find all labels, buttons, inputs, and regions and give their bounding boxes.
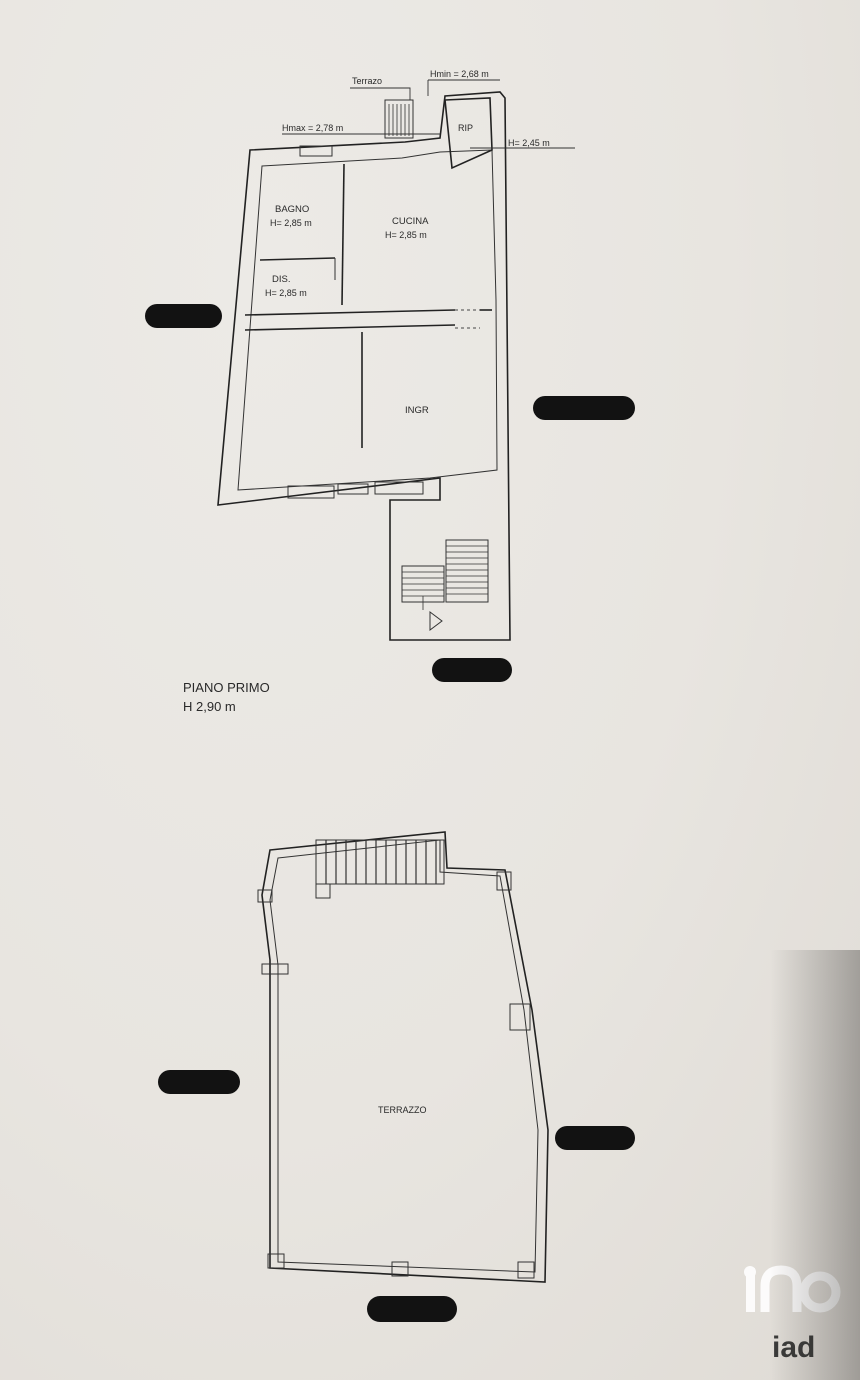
first-floor-plan: Terrazo Hmin = 2,68 m Hmax = 2,78 m RIP … [183,69,575,714]
main-stair [401,539,489,631]
rip-label: RIP [458,123,473,133]
dis-label: DIS. [272,274,290,285]
cucina-label: CUCINA [392,216,429,227]
logo-text: iad [772,1331,815,1364]
redaction-marks [145,304,635,1322]
h245-label: H= 2,45 m [508,138,550,148]
roof-terrace-plan: TERRAZZO [257,831,549,1283]
terrazzo-label: TERRAZZO [378,1105,427,1115]
floor-title: PIANO PRIMO [183,680,270,695]
redaction-mark [367,1296,457,1322]
redaction-mark [533,396,635,420]
redaction-mark [158,1070,240,1094]
floor-height: H 2,90 m [183,699,236,714]
hmax-label: Hmax = 2,78 m [282,123,343,133]
dis-height: H= 2,85 m [265,288,307,298]
bagno-label: BAGNO [275,204,309,215]
top-stair [384,99,414,139]
redaction-mark [145,304,222,328]
redaction-mark [555,1126,635,1150]
iad-logo: iad [744,1265,841,1364]
terrazo-label: Terrazo [352,76,382,86]
redaction-mark [432,658,512,682]
roof-stair [315,839,445,885]
cucina-height: H= 2,85 m [385,230,427,240]
hmin-label: Hmin = 2,68 m [430,69,489,79]
bagno-height: H= 2,85 m [270,218,312,228]
ingr-label: INGR [405,405,429,416]
